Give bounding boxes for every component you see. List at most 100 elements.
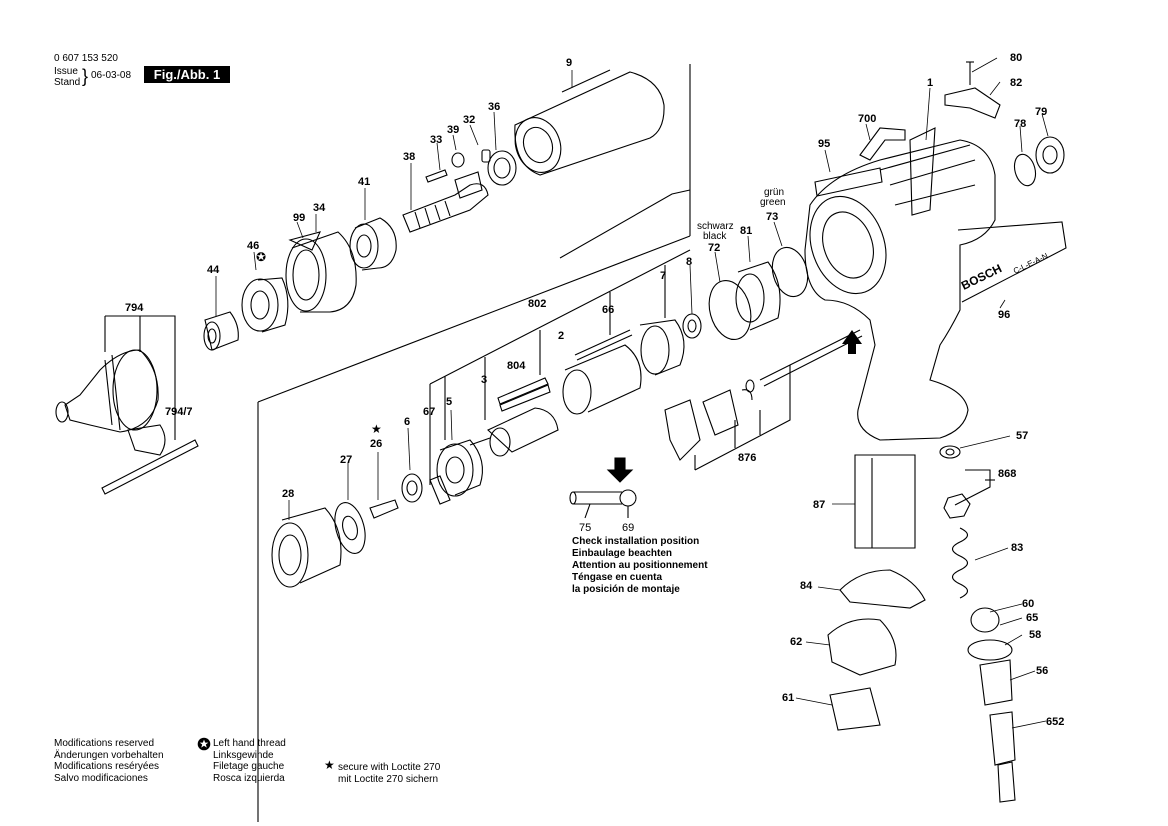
part-66-pin xyxy=(574,329,633,361)
part-36-bearing xyxy=(487,150,517,186)
part-7-end-plate xyxy=(639,319,685,376)
part-44-sleeve xyxy=(203,311,239,351)
parts-72-73-81 xyxy=(708,246,809,340)
brace-icon: } xyxy=(82,66,89,86)
part-label-27: 27 xyxy=(340,454,353,466)
part-label-95: 95 xyxy=(818,138,831,150)
part-label-60: 60 xyxy=(1022,598,1035,610)
install-position-figure xyxy=(569,457,637,519)
part-label-794-7: 794/7 xyxy=(165,406,193,418)
part-3-rotor xyxy=(469,407,559,457)
part-label-61: 61 xyxy=(782,692,795,704)
thread-fr: Filetage gauche xyxy=(213,761,285,772)
part-34-ring-gear xyxy=(285,231,357,313)
part-label-868: 868 xyxy=(998,468,1017,480)
part-794-drill-chuck xyxy=(55,349,159,433)
left-hand-thread-marker-icon: ✪ xyxy=(256,250,267,264)
part-794-7-chuck-key xyxy=(101,424,199,495)
part-label-80: 80 xyxy=(1010,52,1023,64)
part-label-41: 41 xyxy=(358,176,371,188)
part-62-sleeve xyxy=(827,618,897,676)
part-label-804: 804 xyxy=(507,360,526,372)
parts-5-6-67 xyxy=(401,439,483,505)
parts-78-79 xyxy=(1013,136,1065,187)
part-label-36: 36 xyxy=(488,101,501,113)
part-label-87: 87 xyxy=(813,499,826,511)
mods-en: Modifications reserved xyxy=(54,738,155,749)
part-label-28: 28 xyxy=(282,488,295,500)
part-27-disc xyxy=(334,502,366,554)
parts-80-82 xyxy=(944,61,1001,119)
part-label-78: 78 xyxy=(1014,118,1027,130)
mods-es: Salvo modificaciones xyxy=(54,772,148,784)
callout-lines xyxy=(104,249,995,506)
part-label-67: 67 xyxy=(423,406,436,418)
install-note-en: Check installation position xyxy=(572,536,700,547)
part-label-44: 44 xyxy=(207,264,220,276)
thread-en: Left hand thread xyxy=(213,738,286,749)
part-46-nut xyxy=(241,277,289,333)
part-label-96: 96 xyxy=(998,309,1011,321)
part-9-sleeve xyxy=(514,69,665,176)
part-label-65: 65 xyxy=(1026,612,1039,624)
install-note-de: Einbaulage beachten xyxy=(572,548,673,559)
parts-95-700 xyxy=(814,127,906,197)
color-schwarz: schwarz xyxy=(697,221,734,232)
part-label-84: 84 xyxy=(800,580,813,592)
part-label-79: 79 xyxy=(1035,106,1048,118)
part-label-1: 1 xyxy=(927,77,934,89)
part-label-876: 876 xyxy=(738,452,757,464)
part-804-vanes xyxy=(497,377,551,412)
part-label-57: 57 xyxy=(1016,430,1029,442)
color-green: green xyxy=(760,197,786,208)
part-label-6: 6 xyxy=(404,416,411,428)
part-label-32: 32 xyxy=(463,114,476,126)
part-label-802: 802 xyxy=(528,298,547,310)
part-28-clamp-nut xyxy=(271,507,342,588)
doc-number: 0 607 153 520 xyxy=(54,53,118,64)
footer-modifications: Modifications reserved Änderungen vorbeh… xyxy=(54,738,164,784)
part-label-82: 82 xyxy=(1010,77,1023,89)
loctite-star-icon: ★ xyxy=(324,758,335,772)
figure-label: Fig./Abb. 1 xyxy=(144,66,230,83)
assembly-frame-lines xyxy=(257,64,691,822)
part-2-cylinder xyxy=(562,344,642,415)
part-label-700: 700 xyxy=(858,113,877,125)
part-label-56: 56 xyxy=(1036,665,1049,677)
part-label-26: 26 xyxy=(370,438,383,450)
part-label-62: 62 xyxy=(790,636,803,648)
thread-es: Rosca izquierda xyxy=(213,772,285,784)
part-label-73: 73 xyxy=(766,211,779,223)
part-label-652: 652 xyxy=(1046,716,1065,728)
part-label-58: 58 xyxy=(1029,629,1042,641)
part-41-bearing xyxy=(349,217,397,271)
install-note-es: la posición de montaje xyxy=(572,584,680,595)
part-label-794: 794 xyxy=(125,302,144,314)
install-note-fr: Attention au positionnement xyxy=(572,560,708,571)
parts-32-33-39 xyxy=(425,149,491,183)
footer-loctite: secure with Loctite 270 mit Loctite 270 … xyxy=(338,762,440,785)
part-label-39: 39 xyxy=(447,124,460,136)
part-label-83: 83 xyxy=(1011,542,1024,554)
part-61-nipple xyxy=(829,687,881,731)
part-label-8: 8 xyxy=(686,256,693,268)
part-label-34: 34 xyxy=(313,202,326,214)
part-1-housing xyxy=(804,127,1067,441)
thread-de: Linksgewinde xyxy=(213,749,274,761)
part-26-screw xyxy=(369,499,399,519)
arrow-up-icon xyxy=(842,330,862,354)
part-8-bearing xyxy=(682,313,702,339)
part-87-silencer xyxy=(854,454,916,549)
install-note-hu: Téngase en cuenta xyxy=(572,572,663,583)
part-label-69: 69 xyxy=(622,522,635,534)
mods-de: Änderungen vorbehalten xyxy=(54,749,164,761)
loctite-en: secure with Loctite 270 xyxy=(338,762,441,773)
part-label-2: 2 xyxy=(558,330,565,342)
parts-57-83-868 xyxy=(939,445,971,599)
part-label-5: 5 xyxy=(446,396,453,408)
loctite-de: mit Loctite 270 sichern xyxy=(338,773,439,785)
part-label-38: 38 xyxy=(403,151,416,163)
part-label-46: 46 xyxy=(247,240,260,252)
part-label-3: 3 xyxy=(481,374,488,386)
